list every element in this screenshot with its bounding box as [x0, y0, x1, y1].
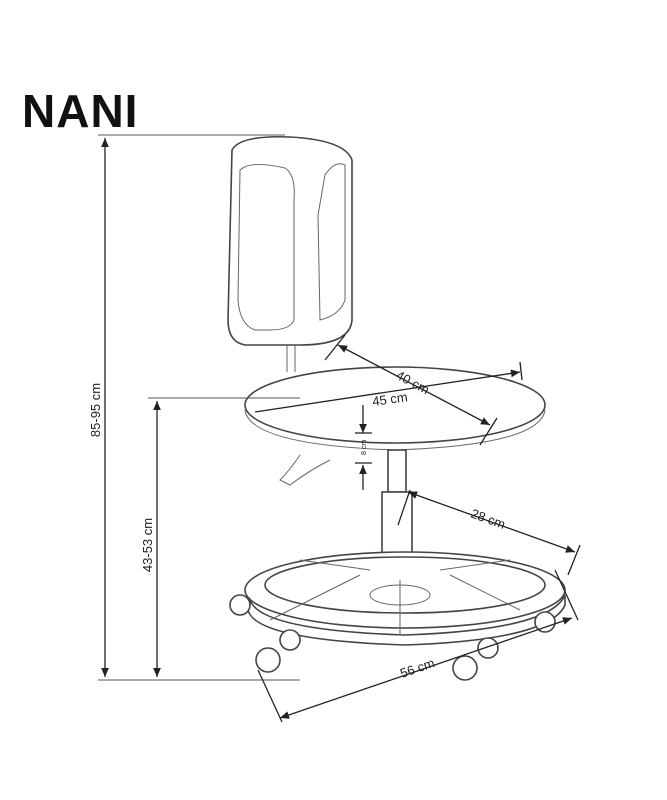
seat-thickness-label: 8 cm: [361, 440, 368, 455]
footrest-label: 28 cm: [469, 506, 507, 532]
gas-column: [381, 449, 413, 561]
total-height-label: 85-95 cm: [88, 383, 103, 437]
product-title: NANI: [22, 85, 139, 137]
seat-width-label: 45 cm: [371, 389, 408, 409]
base: [229, 551, 566, 681]
base-diameter-label: 56 cm: [398, 655, 436, 681]
seat-height-label: 43-53 cm: [140, 518, 155, 572]
backrest: [227, 135, 353, 372]
